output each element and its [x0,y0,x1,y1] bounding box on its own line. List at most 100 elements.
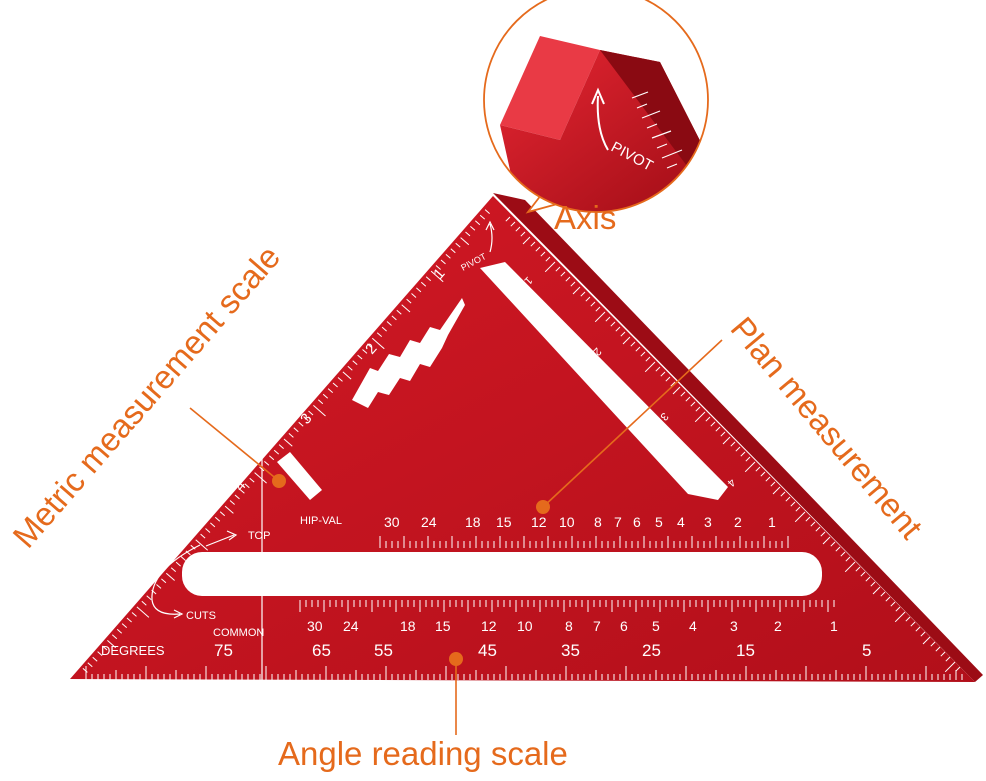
degree-num-75: 75 [214,641,233,660]
common-num-3: 3 [730,618,738,634]
axis-zoom-bubble: PIVOT [483,0,709,214]
ruler-tick [479,214,486,220]
ruler-tick [298,421,304,427]
ruler-tick [82,668,88,673]
ruler-tick [505,216,511,222]
ruler-tick [635,346,641,352]
ruler-tick [935,646,941,652]
ruler-tick [870,581,876,587]
ruler-tick [435,265,441,270]
degree-num-15: 15 [736,641,755,660]
ruler-tick [685,396,691,402]
degree-num-65: 65 [312,641,331,660]
ruler-tick [229,500,235,505]
ruler-tick [605,316,611,322]
ruler-tick [615,326,621,332]
ruler-tick [780,491,786,497]
ruler-tick [445,254,451,259]
ruler-tick [107,640,117,649]
ruler-tick [610,321,616,327]
ruler-tick [730,441,736,447]
cuts-arrow-icon [151,544,201,619]
ruler-tick [416,287,422,293]
ruler-tick [332,382,338,388]
ruler-tick [594,311,606,323]
ruler-tick [894,611,906,623]
ruler-tick [565,276,571,282]
ruler-tick [595,306,601,312]
ruler-tick [895,606,901,612]
ruler-tick [308,410,314,416]
ruler-tick [288,433,294,438]
ruler-tick [327,388,334,393]
ruler-tick [735,446,741,452]
degree-num-35: 35 [561,641,580,660]
ruler-tick [580,291,586,297]
cuts-label: CUTS [186,610,216,622]
stepped-notch-cutout [352,298,465,408]
zoomed-tool-top [500,36,600,140]
ruler-tick [165,572,175,581]
ruler-tick [820,531,826,537]
hip-num-15: 15 [496,514,512,530]
ruler-tick [830,541,836,547]
ruler-tick [401,304,411,313]
ruler-tick [765,476,771,482]
ruler-tick [805,516,811,522]
left-scale-6: 6 [96,610,114,627]
ruler-tick [620,331,626,337]
ruler-tick [131,612,137,617]
ruler-tick [455,242,461,248]
degree-num-25: 25 [642,641,661,660]
degree-num-5: 5 [862,641,871,660]
common-num-8: 8 [565,618,573,634]
degree-num-45: 45 [478,641,497,660]
plan-callout-dot [536,500,550,514]
callout-leaders [189,339,723,735]
ruler-tick [822,536,831,545]
ruler-tick [219,511,226,517]
ruler-tick [630,341,636,347]
ruler-tick [161,578,167,584]
ruler-tick [835,546,841,552]
pivot-arrow-icon [485,220,495,253]
ruler-tick [111,634,118,640]
tool-lip [493,193,983,682]
ruler-tick [376,332,383,337]
common-num-15: 15 [435,618,451,634]
ruler-tick [670,381,676,387]
ruler-tick [136,606,150,618]
ruler-tick [515,226,521,232]
ruler-tick [175,561,181,567]
ruler-tick [680,391,686,397]
ruler-tick [945,656,951,662]
ruler-tick [347,365,353,371]
ruler-tick [278,444,284,449]
ruler-tick [705,416,711,422]
ruler-tick [910,621,916,627]
ruler-tick [545,256,551,262]
ruler-tick [905,616,911,622]
ruler-tick [890,601,896,607]
ruler-tick [570,281,576,287]
ruler-tick [391,315,397,321]
ruler-tick [234,494,240,500]
long-slot [182,552,822,596]
ruler-tick [530,241,536,247]
ruler-tick [794,511,806,523]
common-num-12: 12 [481,618,497,634]
ruler-tick [690,401,696,407]
ruler-tick [322,393,329,399]
zoomed-ticks [631,91,683,169]
ruler-tick [640,351,646,357]
ruler-tick [722,436,731,445]
plan-leader-line [542,339,723,508]
ruler-tick [303,416,309,421]
ruler-tick [97,651,103,656]
degree-num-55: 55 [374,641,393,660]
common-label: COMMON [213,627,264,639]
ruler-tick [126,617,132,623]
top-label: TOP [248,530,270,542]
ruler-tick [293,427,299,433]
ruler-tick [239,489,245,494]
